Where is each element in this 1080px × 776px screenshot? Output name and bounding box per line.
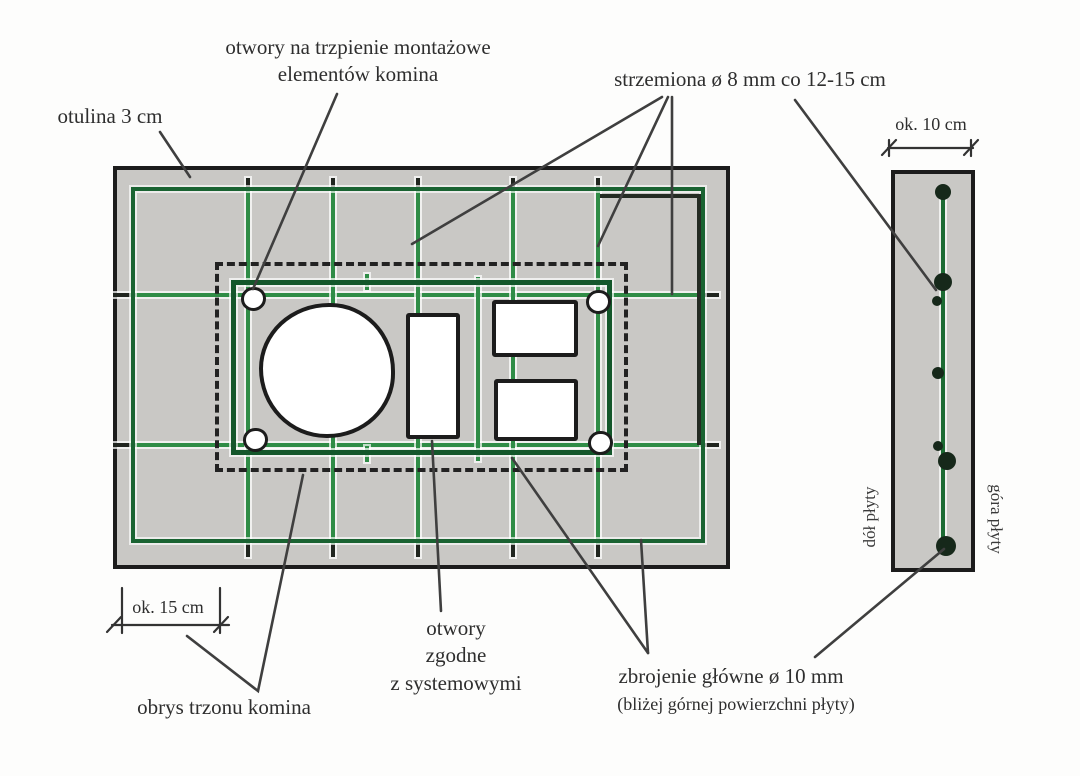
rebar-dot bbox=[932, 296, 942, 306]
dimension-15cm-text: ok. 15 cm bbox=[132, 597, 204, 617]
label-chimney-outline-text: obrys trzonu komina bbox=[137, 695, 311, 719]
label-system-holes-line2: zgodne bbox=[425, 643, 487, 668]
chimney-shaft-outline bbox=[215, 262, 628, 472]
label-slab-bottom-text: dół płyty bbox=[860, 486, 879, 548]
label-system-holes-line3: z systemowymi bbox=[390, 670, 522, 695]
mounting-pin-hole bbox=[241, 287, 266, 311]
mounting-pin-hole bbox=[243, 428, 268, 452]
mounting-pin-hole bbox=[588, 431, 613, 455]
rebar-dot bbox=[933, 441, 943, 451]
mounting-pin-hole bbox=[586, 290, 611, 314]
rebar-bar-vertical bbox=[511, 178, 515, 557]
flue-circular-hole bbox=[259, 303, 395, 438]
square-hole-bottom bbox=[494, 379, 578, 441]
rebar-bar-vertical bbox=[246, 178, 250, 557]
rebar-dot bbox=[932, 367, 944, 379]
stirrup-perimeter-dark-top bbox=[600, 194, 701, 198]
square-hole-top bbox=[492, 300, 578, 357]
rebar-dot bbox=[936, 536, 956, 556]
label-stirrups: strzemiona ø 8 mm co 12-15 cm bbox=[614, 66, 886, 93]
label-slab-top-text: góra płyty bbox=[987, 484, 1006, 554]
dimension-10cm-label: ok. 10 cm bbox=[895, 113, 967, 136]
label-chimney-outline: obrys trzonu komina bbox=[137, 694, 311, 721]
label-slab-bottom: dół płyty bbox=[860, 487, 880, 548]
rebar-dot bbox=[935, 184, 951, 200]
rebar-dot bbox=[934, 273, 952, 291]
stirrup-perimeter-dark-right bbox=[697, 194, 701, 445]
slim-rect-hole bbox=[406, 313, 460, 439]
dimension-15cm-label: ok. 15 cm bbox=[132, 596, 204, 619]
label-system-holes-line1: otwory bbox=[426, 616, 486, 640]
label-main-rebar-text: zbrojenie główne ø 10 mm bbox=[618, 664, 844, 688]
label-stirrups-text: strzemiona ø 8 mm co 12-15 cm bbox=[614, 67, 886, 91]
inner-rebar-frame bbox=[231, 280, 612, 455]
label-main-rebar-note-text: (bliżej górnej powierzchni płyty) bbox=[617, 694, 855, 714]
rebar-bar-vertical bbox=[596, 178, 600, 557]
label-cover-text: otulina 3 cm bbox=[57, 104, 163, 128]
label-main-rebar-note: (bliżej górnej powierzchni płyty) bbox=[617, 693, 854, 716]
dimension-10cm-lines bbox=[880, 138, 980, 158]
label-mounting-holes-line2: elementów komina bbox=[277, 62, 439, 87]
section-rebar-line bbox=[941, 190, 945, 546]
rebar-dot bbox=[938, 452, 956, 470]
label-cover: otulina 3 cm bbox=[58, 103, 163, 130]
label-system-holes: otwory zgodne z systemowymi bbox=[390, 615, 521, 697]
label-mounting-holes: otwory na trzpienie montażowe elementów … bbox=[225, 34, 490, 89]
rebar-stub-vertical bbox=[476, 277, 480, 461]
label-slab-top: góra płyty bbox=[986, 484, 1006, 553]
dimension-10cm-text: ok. 10 cm bbox=[895, 114, 967, 134]
label-main-rebar: zbrojenie główne ø 10 mm bbox=[618, 663, 843, 690]
label-mounting-holes-line1: otwory na trzpienie montażowe bbox=[225, 35, 491, 59]
